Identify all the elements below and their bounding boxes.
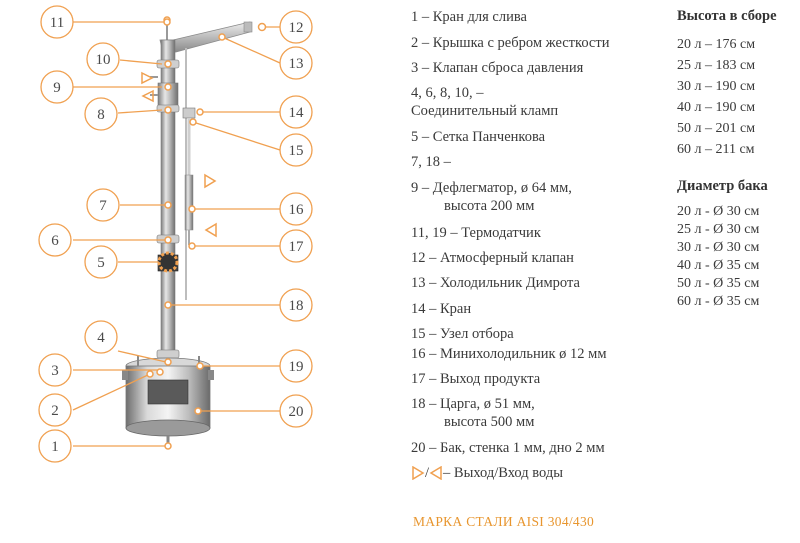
callout-9: 9 xyxy=(40,70,74,104)
height-row: 40 л – 190 см xyxy=(677,100,756,115)
callout-15: 15 xyxy=(279,133,313,167)
distiller-diagram: 11 10 9 8 7 6 5 4 3 2 1 12 13 14 15 16 1… xyxy=(38,5,313,463)
diameter-row: 40 л - Ø 35 см xyxy=(677,258,760,273)
svg-text:15: 15 xyxy=(289,143,304,159)
height-row: 20 л – 176 см xyxy=(677,37,756,52)
height-row: 60 л – 211 см xyxy=(677,142,755,157)
water-label: – Выход/Вход воды xyxy=(443,465,563,481)
diameter-row: 30 л - Ø 30 см xyxy=(677,240,760,255)
diameter-table-title: Диаметр бака xyxy=(677,178,768,194)
diameter-row: 25 л - Ø 30 см xyxy=(677,222,760,237)
callout-12: 12 xyxy=(279,10,313,44)
callout-circles: 11 10 9 8 7 6 5 4 3 2 1 12 13 14 15 16 1… xyxy=(38,5,313,463)
height-row: 30 л – 190 см xyxy=(677,79,756,94)
takeoff-node xyxy=(182,107,196,245)
water-out-arrow-upper xyxy=(141,71,154,85)
svg-text:3: 3 xyxy=(51,363,59,379)
svg-text:10: 10 xyxy=(96,52,111,68)
svg-text:5: 5 xyxy=(97,255,105,271)
legend-item-18-cont: высота 500 мм xyxy=(444,414,535,430)
svg-text:6: 6 xyxy=(51,233,59,249)
legend-item-9: 9 – Дефлегматор, ø 64 мм, xyxy=(411,180,572,196)
height-table-title: Высота в сборе xyxy=(677,8,777,24)
callout-13: 13 xyxy=(279,46,313,80)
callout-11: 11 xyxy=(40,5,74,39)
svg-text:12: 12 xyxy=(289,20,304,36)
legend-item-9-cont: высота 200 мм xyxy=(444,198,535,214)
callout-18: 18 xyxy=(279,288,313,322)
callout-8: 8 xyxy=(84,97,118,131)
svg-text:13: 13 xyxy=(289,56,304,72)
legend-item-13: 13 – Холодильник Димрота xyxy=(411,275,580,291)
callout-5: 5 xyxy=(84,245,118,279)
callout-16: 16 xyxy=(279,192,313,226)
water-out-arrow-lower xyxy=(204,173,217,189)
svg-text:14: 14 xyxy=(289,105,305,121)
legend-item-15: 15 – Узел отбора xyxy=(411,326,514,342)
legend-item-17: 17 – Выход продукта xyxy=(411,371,541,387)
leader-dots xyxy=(146,18,267,450)
height-row: 25 л – 183 см xyxy=(677,58,756,73)
steel-grade-footer: МАРКА СТАЛИ AISI 304/430 xyxy=(413,514,595,529)
water-out-icon xyxy=(412,466,425,480)
legend-item-1: 1 – Кран для слива xyxy=(411,9,527,25)
diameter-row: 50 л - Ø 35 см xyxy=(677,276,760,291)
legend-item-5: 5 – Сетка Панченкова xyxy=(411,129,546,145)
legend-water-line: / – Выход/Вход воды xyxy=(411,464,563,482)
svg-text:1: 1 xyxy=(51,439,59,455)
tank xyxy=(122,356,214,446)
callout-6: 6 xyxy=(38,223,72,257)
callout-14: 14 xyxy=(279,95,313,129)
svg-text:2: 2 xyxy=(51,403,59,419)
legend-item-3: 3 – Клапан сброса давления xyxy=(411,60,584,76)
legend-item-20: 20 – Бак, стенка 1 мм, дно 2 мм xyxy=(411,440,605,456)
svg-text:16: 16 xyxy=(289,202,305,218)
svg-text:17: 17 xyxy=(289,239,305,255)
panchenkov-mesh-ring xyxy=(157,251,179,273)
diameter-row: 60 л - Ø 35 см xyxy=(677,294,760,309)
callout-10: 10 xyxy=(86,42,120,76)
legend-item-14: 14 – Кран xyxy=(411,301,472,317)
water-in-arrow-upper xyxy=(141,89,154,103)
svg-text:7: 7 xyxy=(99,198,107,214)
callout-17: 17 xyxy=(279,229,313,263)
legend-item-4: 4, 6, 8, 10, – xyxy=(411,85,484,101)
svg-text:4: 4 xyxy=(97,330,105,346)
water-separator: / xyxy=(425,465,430,481)
water-in-arrow-lower xyxy=(204,222,217,238)
legend-item-16: 16 – Минихолодильник ø 12 мм xyxy=(411,346,607,362)
callout-20: 20 xyxy=(279,394,313,428)
leader-lines xyxy=(72,21,281,447)
callout-2: 2 xyxy=(38,393,72,427)
svg-text:9: 9 xyxy=(53,80,61,96)
svg-text:18: 18 xyxy=(289,298,304,314)
callout-4: 4 xyxy=(84,320,118,354)
water-arrows xyxy=(141,71,217,238)
legend-item-18: 18 – Царга, ø 51 мм, xyxy=(411,396,535,412)
callout-19: 19 xyxy=(279,349,313,383)
water-in-icon xyxy=(429,466,442,480)
svg-text:8: 8 xyxy=(97,107,105,123)
diameter-row: 20 л - Ø 30 см xyxy=(677,204,760,219)
svg-text:20: 20 xyxy=(289,404,304,420)
svg-text:11: 11 xyxy=(50,15,64,31)
height-row: 50 л – 201 см xyxy=(677,121,756,136)
legend-item-7: 7, 18 – xyxy=(411,154,451,170)
legend-item-11: 11, 19 – Термодатчик xyxy=(411,225,541,241)
legend-item-2: 2 – Крышка с ребром жесткости xyxy=(411,35,610,51)
legend-item-4-cont: Соединительный кламп xyxy=(411,103,559,119)
callout-1: 1 xyxy=(38,429,72,463)
callout-3: 3 xyxy=(38,353,72,387)
legend-item-12: 12 – Атмосферный клапан xyxy=(411,250,574,266)
svg-text:19: 19 xyxy=(289,359,304,375)
callout-7: 7 xyxy=(86,188,120,222)
